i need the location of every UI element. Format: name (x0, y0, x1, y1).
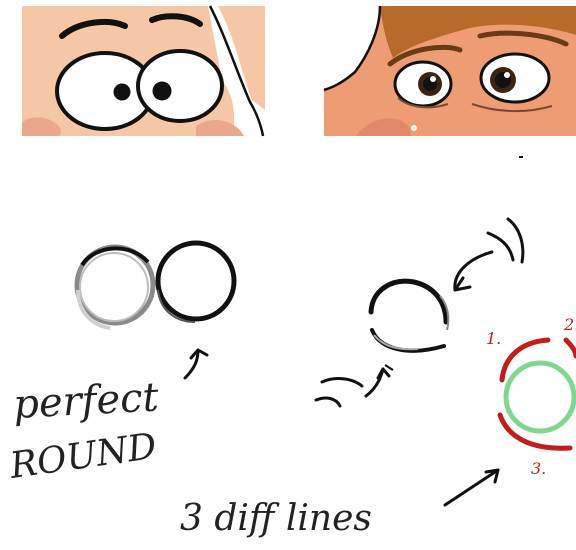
arrow-bottom-line (364, 367, 391, 398)
stroke-mark-5 (384, 364, 394, 371)
label-round: ROUND (7, 426, 160, 487)
three-lines-eye (368, 278, 450, 353)
label-three-diff-lines: 3 diff lines (180, 498, 372, 539)
stroke-mark-1 (486, 231, 515, 262)
perfect-round-arrow (183, 348, 209, 380)
mark-1: 1. (486, 329, 501, 348)
color-lines-diagram (497, 337, 576, 451)
stroke-mark-2 (506, 217, 525, 264)
mark-3: 3. (531, 459, 546, 478)
stroke-mark-4 (314, 396, 342, 408)
perfect-round-circles (74, 240, 237, 330)
mark-2: 2. (563, 315, 576, 334)
stroke-mark-3 (320, 377, 364, 388)
three-lines-arrow (443, 468, 500, 507)
cartoon-eyes-panel-left (22, 5, 265, 137)
label-perfect: perfect (12, 374, 160, 428)
painted-face-panel-right (323, 5, 576, 136)
arrow-top-line (453, 250, 494, 292)
